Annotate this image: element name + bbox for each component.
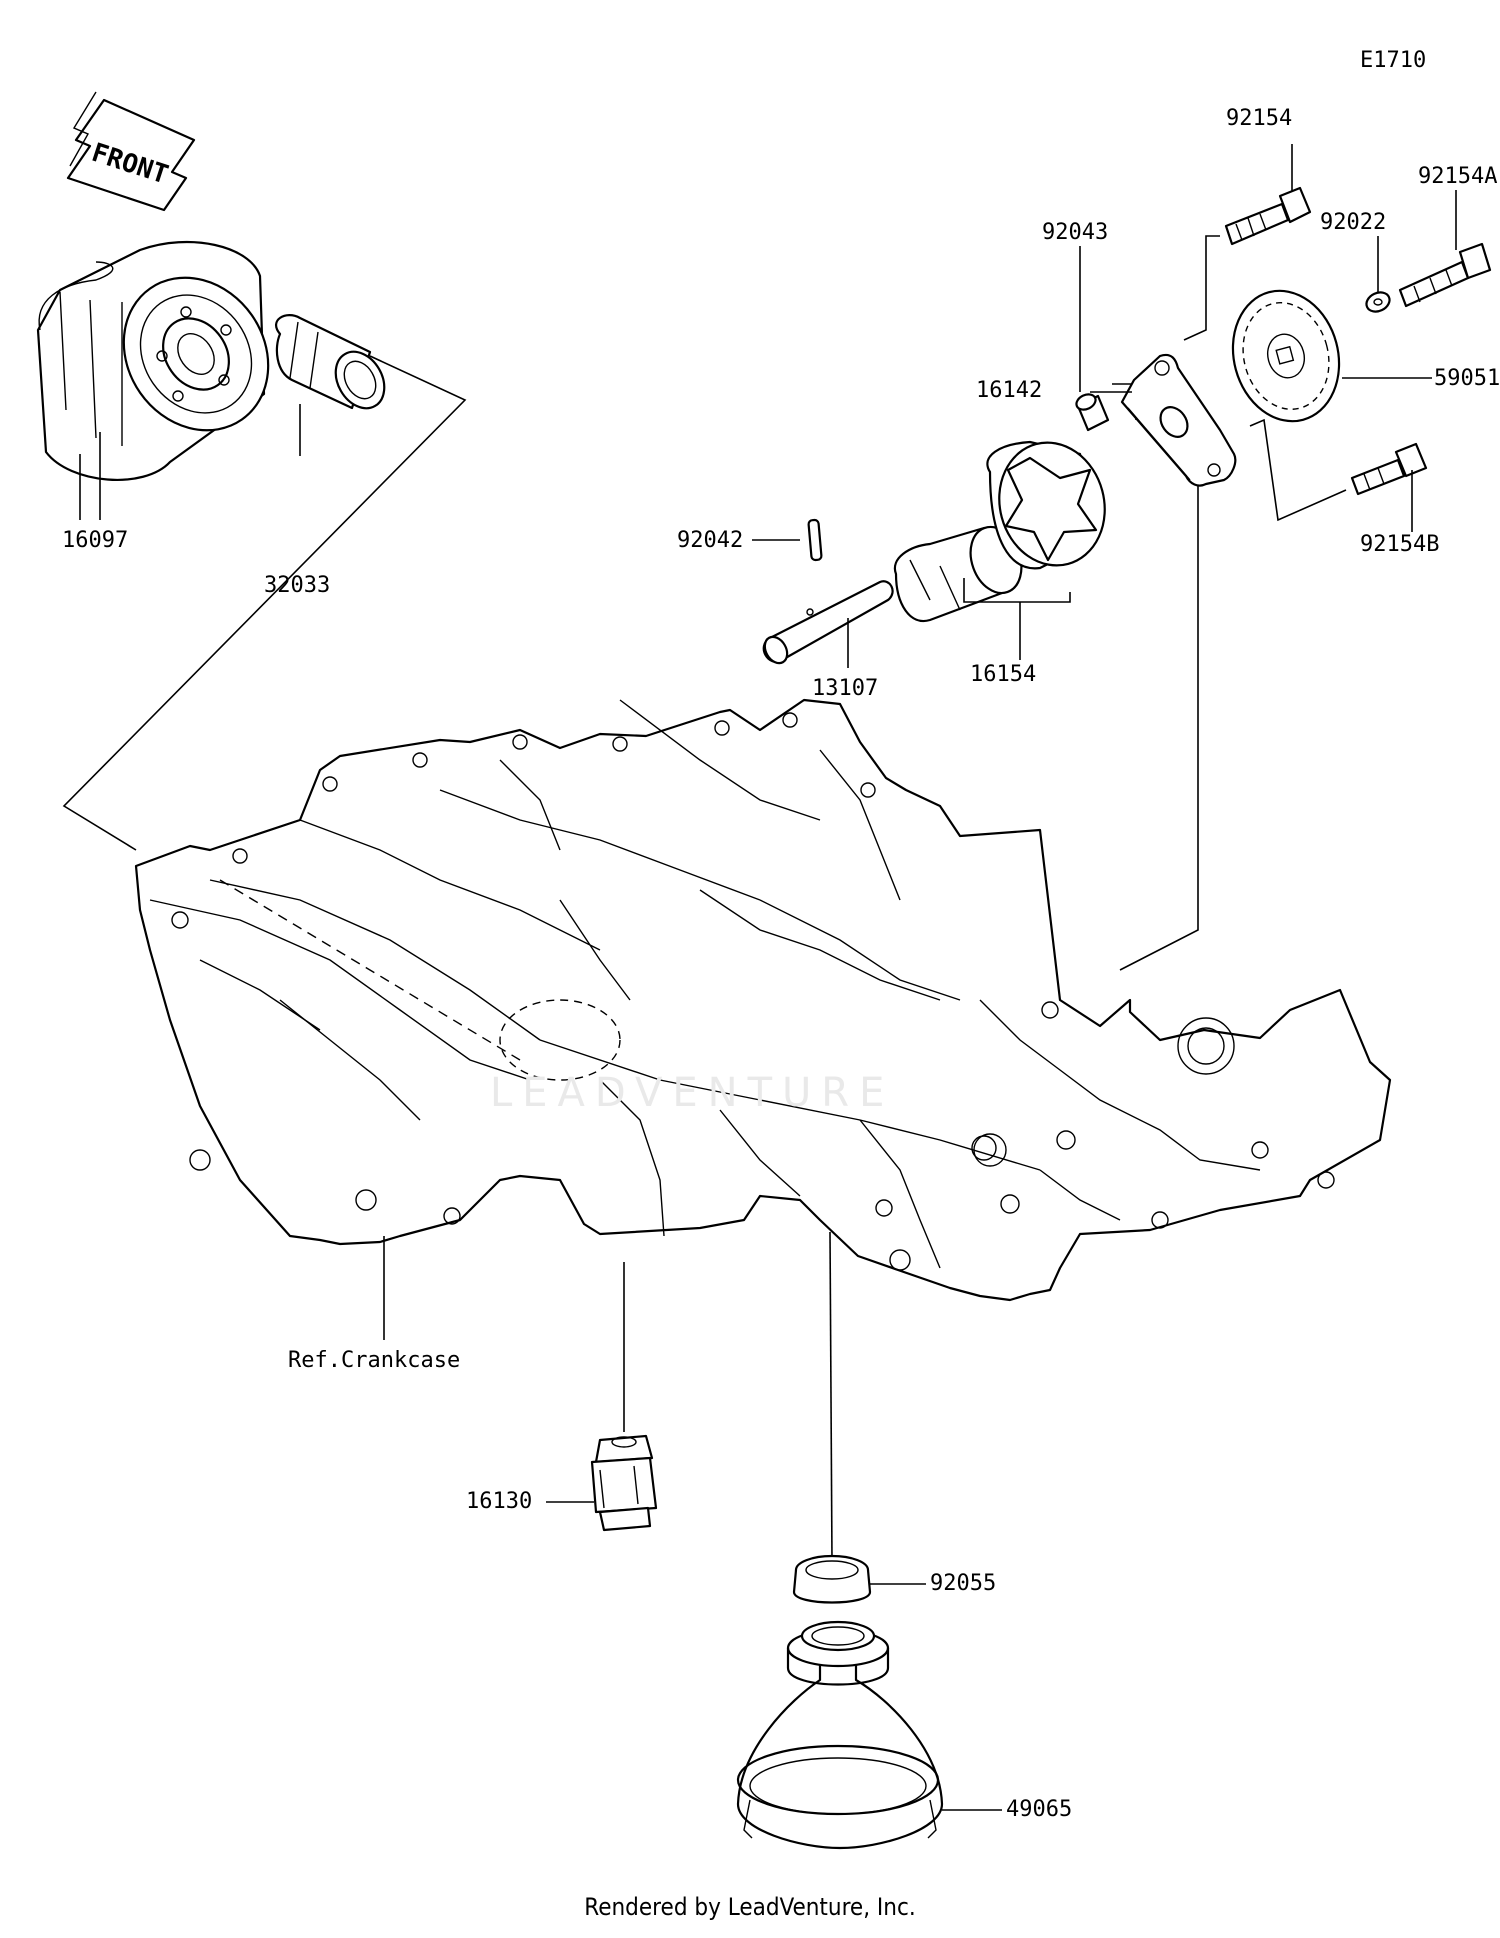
part-label-16097[interactable]: 16097 — [62, 528, 129, 553]
bolt-92154a — [1398, 242, 1492, 308]
part-label-92055[interactable]: 92055 — [930, 1571, 997, 1596]
dowel-92043 — [1075, 393, 1110, 432]
crankcase-ref — [134, 698, 1392, 1302]
strainer-seal-92055 — [792, 1554, 872, 1604]
front-arrow-icon: FRONT — [66, 91, 196, 212]
part-label-92154b[interactable]: 92154B — [1360, 532, 1440, 557]
part-label-13107[interactable]: 13107 — [812, 676, 879, 701]
part-label-92042[interactable]: 92042 — [677, 528, 744, 553]
watermark: LEADVENTURE — [490, 1070, 895, 1116]
footer-credit: Rendered by LeadVenture, Inc. — [584, 1893, 916, 1921]
oil-filter-16097 — [36, 240, 270, 481]
bolt-92154 — [1224, 186, 1312, 246]
part-label-92154[interactable]: 92154 — [1226, 106, 1293, 131]
oil-strainer-49065 — [736, 1620, 944, 1850]
part-label-16154[interactable]: 16154 — [970, 662, 1037, 687]
filter-spacer-32033 — [275, 314, 386, 410]
part-label-16142[interactable]: 16142 — [976, 378, 1043, 403]
pump-cover-16142 — [1120, 353, 1237, 487]
part-label-92043[interactable]: 92043 — [1042, 220, 1109, 245]
part-label-16130[interactable]: 16130 — [466, 1489, 533, 1514]
oil-pressure-switch-16130 — [590, 1434, 658, 1532]
part-label-32033[interactable]: 32033 — [264, 573, 331, 598]
diagram-code: E1710 — [1360, 48, 1427, 73]
shaft-13107 — [762, 518, 894, 665]
bolt-92154b — [1350, 442, 1428, 496]
part-label-ref-crankcase[interactable]: Ref.Crankcase — [288, 1348, 461, 1373]
gear-59051 — [1231, 289, 1341, 423]
part-label-92022[interactable]: 92022 — [1320, 210, 1387, 235]
part-label-92154a[interactable]: 92154A — [1418, 164, 1498, 189]
part-label-49065[interactable]: 49065 — [1006, 1797, 1073, 1822]
washer-92022 — [1365, 291, 1391, 313]
rotor-set-16154 — [893, 440, 1106, 623]
part-label-59051[interactable]: 59051 — [1434, 366, 1500, 391]
